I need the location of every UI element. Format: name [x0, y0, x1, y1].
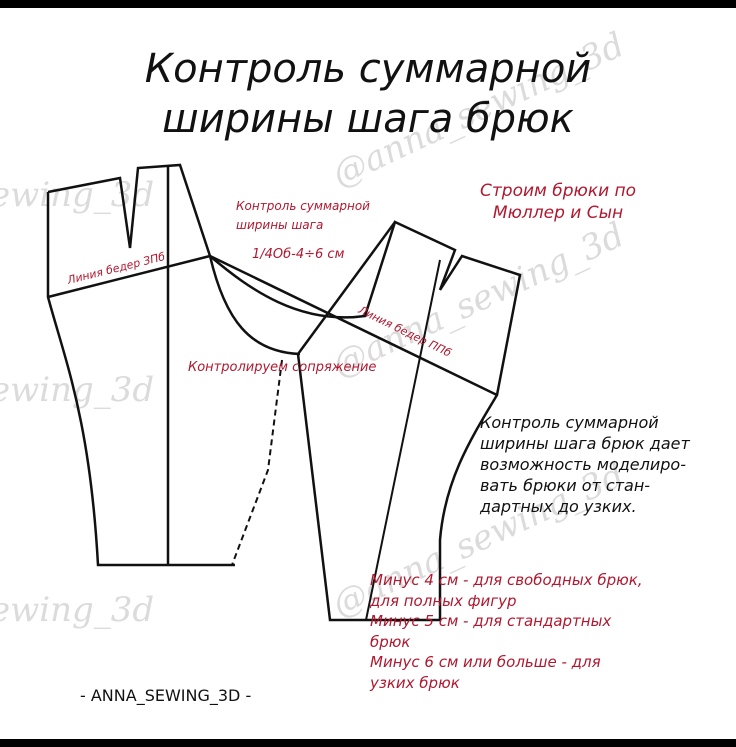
dashed-inseam: [231, 359, 283, 566]
top-border: [0, 0, 736, 8]
back-seat-line: [296, 221, 397, 355]
footer-signature: - ANNA_SEWING_3D -: [80, 686, 252, 705]
curve-label: Контролируем сопряжение: [188, 360, 377, 375]
watermark: ewing_3d: [0, 590, 155, 630]
front-hip-line: [47, 254, 211, 299]
back-crease-line: [365, 259, 441, 621]
notes: Минус 4 см - для свободных брюк,для полн…: [370, 571, 643, 692]
formula: 1/4Об-4÷6 см: [252, 247, 345, 262]
bottom-border: [0, 739, 736, 747]
front-piece-outline: [46, 163, 301, 567]
watermark: ewing_3d: [0, 175, 155, 215]
back-hip-line: [209, 254, 498, 397]
back-piece-outline: [209, 220, 522, 622]
